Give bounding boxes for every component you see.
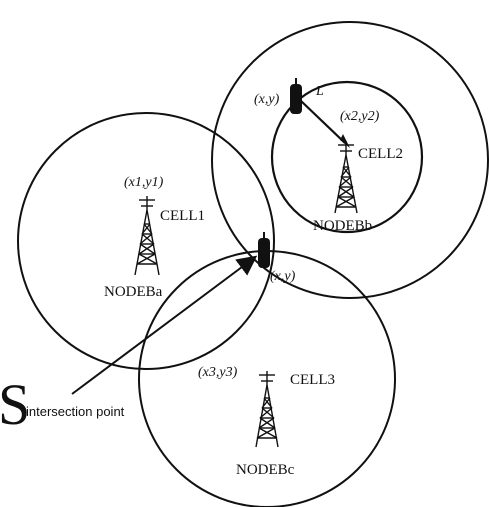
cell1-name: CELL1 (160, 208, 205, 224)
mobile-phone-icon-upper (290, 78, 302, 114)
tower-icon-b (334, 141, 358, 214)
mobile-coordinate-upper: (x,y) (254, 92, 280, 107)
cell1-node: NODEBa (104, 284, 163, 300)
cell3-name: CELL3 (290, 372, 335, 388)
distance-label: L (315, 84, 324, 99)
annotation-label: intersection point (26, 404, 125, 419)
mobile-coordinate-intersection: (x,y) (270, 269, 296, 284)
distance-line (299, 99, 346, 144)
cell1-coverage-circle (17, 112, 275, 370)
cell3-node: NODEBc (236, 462, 295, 478)
cell2-name: CELL2 (358, 146, 403, 162)
cell2-node: NODEBb (313, 218, 372, 234)
tower-icon-c (255, 371, 279, 448)
annotation-glyph: S (0, 372, 30, 437)
cell2-inner-circle (270, 80, 424, 234)
cell2-coverage-circle (211, 21, 489, 299)
annotation-arrow (71, 255, 258, 395)
distance-arrow-end (340, 134, 350, 148)
cell3-coordinate: (x3,y3) (198, 365, 238, 380)
mobile-phone-icon-intersection (258, 232, 270, 268)
cell1-coordinate: (x1,y1) (124, 175, 164, 190)
cell2-coordinate: (x2,y2) (340, 109, 380, 124)
tower-icon-a (134, 196, 160, 276)
